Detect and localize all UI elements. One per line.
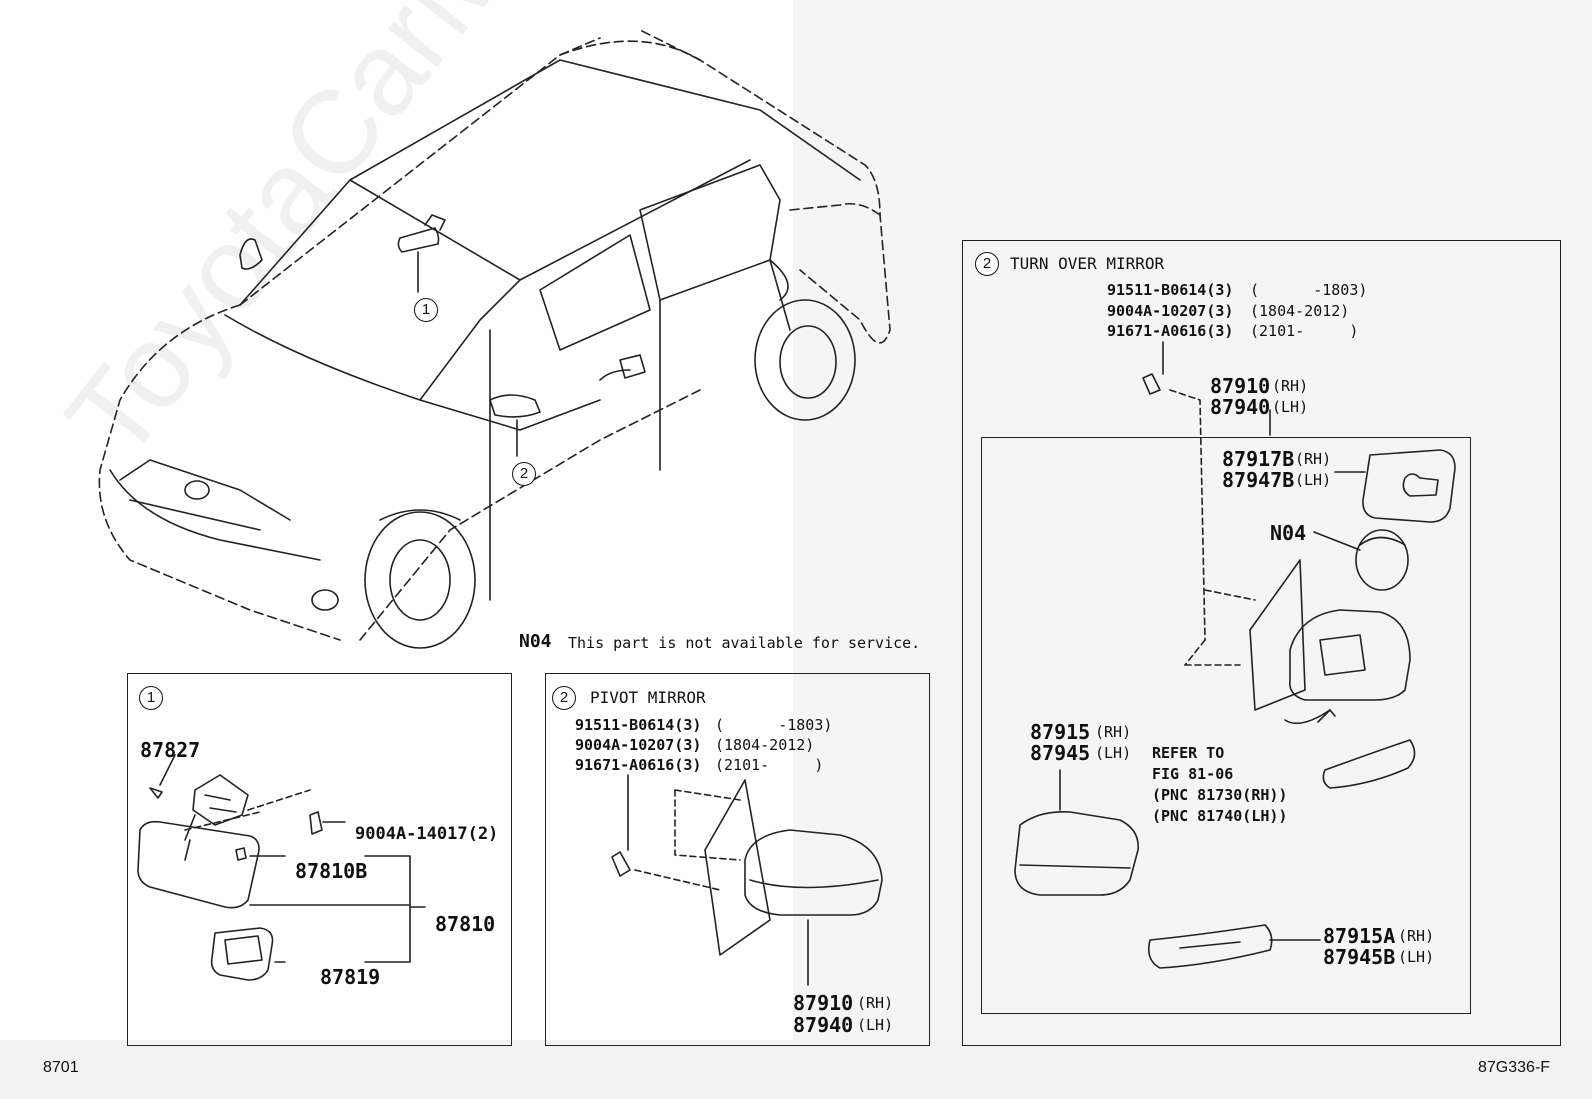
car-inner-mirror (397, 214, 446, 293)
box2-bolt-3-pn: 91671-A0616(3) (575, 756, 702, 774)
turnover-mirror-dashed (1169, 389, 1256, 666)
box2-bolt-2-range: (1804-2012) (715, 736, 815, 754)
box3-lamp-87915a-side: (RH) (1398, 927, 1435, 945)
box2-bolt-1-range: ( -1803) (715, 716, 833, 734)
turnover-mirror-inner-box (981, 437, 1471, 1014)
box3-glass-87947b-side: (LH) (1295, 471, 1332, 489)
box2-title: PIVOT MIRROR (590, 688, 706, 707)
box3-assy-87910: 87910 (1210, 374, 1271, 398)
box3-cover-87915: 87915 (1030, 720, 1091, 744)
box3-bolt-1-range: ( -1803) (1250, 281, 1368, 299)
part-87827: 87827 (140, 738, 201, 762)
box2-part-87940: 87940 (793, 1013, 854, 1037)
box3-cover-87915-side: (RH) (1095, 723, 1132, 741)
car-outer-mirror (489, 394, 541, 457)
box3-refer-line2: FIG 81-06 (1152, 765, 1234, 783)
part-87810b: 87810B (295, 859, 368, 883)
box3-glass-87947b: 87947B (1222, 468, 1295, 492)
box3-marker: 2 (975, 252, 999, 276)
part-9004a-14017: 9004A-14017(2) (355, 824, 499, 844)
box3-title: TURN OVER MIRROR (1010, 254, 1165, 273)
box3-glass-87917b: 87917B (1222, 447, 1295, 471)
box3-refer-line4: (PNC 81740(LH)) (1152, 807, 1288, 825)
box3-bolt-2-pn: 9004A-10207(3) (1107, 302, 1234, 320)
box3-assy-87940: 87940 (1210, 395, 1271, 419)
box3-lamp-87915a: 87915A (1323, 924, 1396, 948)
box3-cover-87945: 87945 (1030, 741, 1091, 765)
box3-assy-87940-side: (LH) (1272, 398, 1309, 416)
box3-lamp-87945b-side: (LH) (1398, 948, 1435, 966)
box3-lamp-87945b: 87945B (1323, 945, 1396, 969)
box2-bolt-2-pn: 9004A-10207(3) (575, 736, 702, 754)
box2-bolt-1-pn: 91511-B0614(3) (575, 716, 702, 734)
vehicle-illustration (98, 29, 891, 641)
vehicle-solid-lines (109, 59, 861, 611)
car-side-mirror-left (239, 238, 263, 270)
inner-mirror-dashed (184, 789, 311, 831)
footer-bar (0, 1040, 1592, 1099)
callout-1: 1 (414, 298, 438, 322)
box3-refer-line3: (PNC 81730(RH)) (1152, 786, 1288, 804)
box3-glass-87917b-side: (RH) (1295, 450, 1332, 468)
footer-right-code: 87G336-F (1478, 1059, 1551, 1076)
callout-2: 2 (512, 462, 536, 486)
note-text: This part is not available for service. (568, 634, 921, 652)
box3-assy-87910-side: (RH) (1272, 377, 1309, 395)
box1-marker: 1 (139, 686, 163, 710)
box2-part-87910: 87910 (793, 991, 854, 1015)
box3-motor-n04: N04 (1270, 521, 1307, 545)
box3-refer-line1: REFER TO (1152, 744, 1225, 762)
part-87819: 87819 (320, 965, 381, 989)
wheels (364, 299, 856, 649)
box2-part-87910-side: (RH) (857, 994, 894, 1012)
background-shade (793, 0, 1592, 1040)
pivot-mirror-parts (611, 774, 883, 986)
pivot-mirror-box (545, 673, 930, 1046)
box3-cover-87945-side: (LH) (1095, 744, 1132, 762)
box3-bolt-1-pn: 91511-B0614(3) (1107, 281, 1234, 299)
box3-bolt-2-range: (1804-2012) (1250, 302, 1350, 320)
pivot-mirror-dashed (634, 789, 741, 891)
box3-bolt-3-range: (2101- ) (1250, 322, 1359, 340)
box2-part-87940-side: (LH) (857, 1016, 894, 1034)
note-code: N04 (519, 631, 552, 652)
box3-bolt-3-pn: 91671-A0616(3) (1107, 322, 1234, 340)
box2-marker: 2 (552, 686, 576, 710)
turnover-mirror-box (962, 240, 1561, 1046)
part-87810: 87810 (435, 912, 496, 936)
box2-bolt-3-range: (2101- ) (715, 756, 824, 774)
inner-mirror-box (127, 673, 512, 1046)
footer-left-code: 8701 (43, 1059, 79, 1076)
inner-mirror-parts (137, 754, 426, 981)
turnover-mirror-parts (1014, 341, 1456, 969)
